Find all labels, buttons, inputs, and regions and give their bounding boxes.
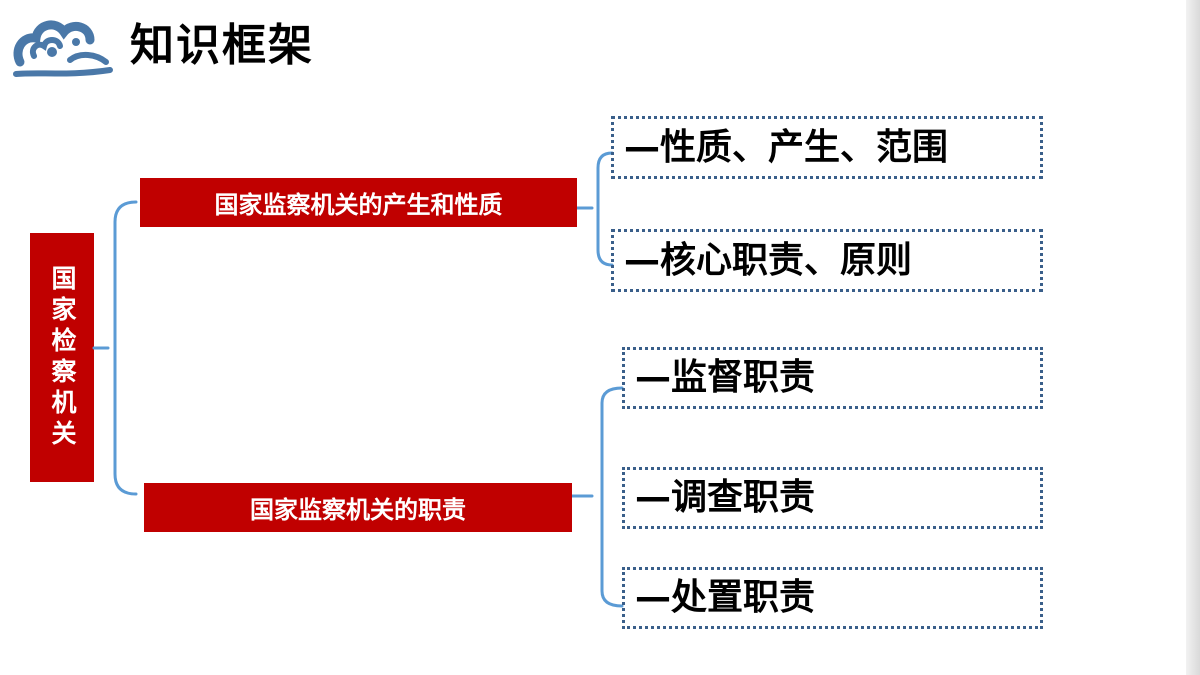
root-bracket (92, 200, 138, 496)
page-title: 知识框架 (130, 20, 314, 71)
leaf-nature-origin-scope: —性质、产生、范围 (611, 116, 1043, 179)
leaf-core-duties-principles: —核心职责、原则 (611, 229, 1043, 292)
auspicious-cloud-icon (13, 20, 113, 77)
branch-node-label: 国家监察机关的产生和性质 (214, 191, 503, 219)
branch1-bracket (575, 151, 614, 267)
branch-node-duties: 国家监察机关的职责 (144, 483, 572, 532)
leaf-label: —监督职责 (635, 357, 816, 398)
root-node: 国家检察机关 (30, 233, 94, 482)
leaf-label: —调查职责 (635, 477, 816, 518)
leaf-label: —处置职责 (635, 577, 816, 618)
branch-node-origin-nature: 国家监察机关的产生和性质 (140, 178, 577, 227)
leaf-investigation-duty: —调查职责 (622, 467, 1043, 529)
leaf-supervision-duty: —监督职责 (622, 347, 1043, 409)
slide-edge-shadow (1186, 0, 1200, 675)
root-node-label: 国家检察机关 (48, 264, 77, 451)
leaf-disposal-duty: —处置职责 (622, 567, 1043, 629)
branch2-bracket (570, 386, 624, 608)
leaf-label: —性质、产生、范围 (624, 126, 949, 168)
leaf-label: —核心职责、原则 (624, 239, 913, 281)
branch-node-label: 国家监察机关的职责 (250, 496, 466, 524)
